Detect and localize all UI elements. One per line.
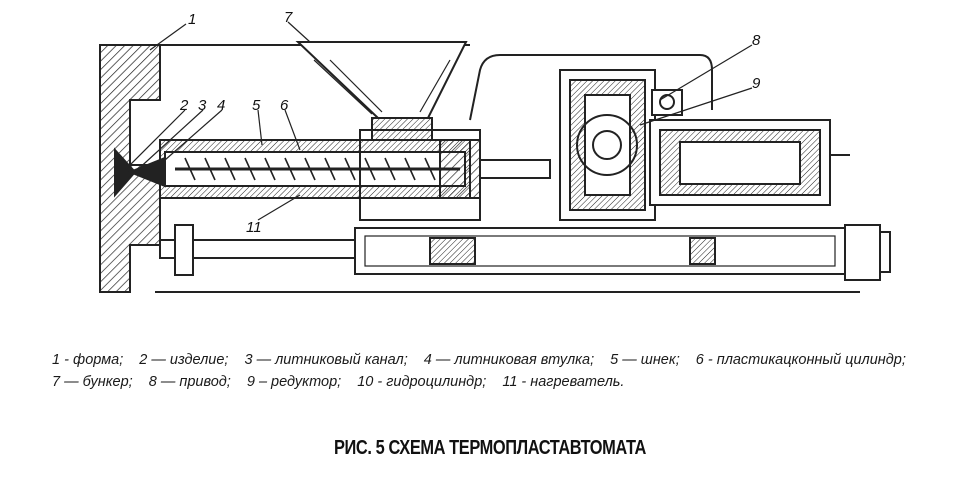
label-4: 4 xyxy=(217,97,225,114)
legend-item: 8 — привод; xyxy=(148,374,231,390)
drive-housing xyxy=(469,54,713,221)
legend-item: 5 — шнек; xyxy=(610,352,680,368)
legend: 1 - форма; 2 — изделие; 3 — литниковый к… xyxy=(52,349,932,393)
label-8: 8 xyxy=(752,32,761,49)
hopper xyxy=(295,41,468,141)
motor xyxy=(649,119,850,206)
drive-shaft xyxy=(479,159,551,179)
machine-diagram: 1 2 3 4 5 6 7 8 9 11 xyxy=(99,9,891,293)
legend-item: 10 - гидроцилиндр; xyxy=(357,374,487,390)
label-7: 7 xyxy=(284,9,293,26)
figure-caption: РИС. 5 СХЕМА ТЕРМОПЛАСТАВТОМАТА xyxy=(333,437,647,459)
hydraulic-cylinder xyxy=(159,224,891,281)
legend-item: 2 — изделие; xyxy=(139,352,229,368)
label-11: 11 xyxy=(246,219,262,236)
label-1: 1 xyxy=(188,11,196,28)
legend-item: 9 – редуктор; xyxy=(246,374,342,390)
legend-item: 7 — бункер; xyxy=(52,374,133,390)
label-5: 5 xyxy=(252,97,261,114)
legend-item: 6 - пластикацконный цилиндр; xyxy=(695,352,906,368)
label-6: 6 xyxy=(280,97,289,114)
screw xyxy=(175,157,460,181)
label-9: 9 xyxy=(752,75,761,92)
label-3: 3 xyxy=(198,97,207,114)
plasticizing-cylinder xyxy=(127,129,481,221)
legend-item: 4 — литниковая втулка; xyxy=(423,352,595,368)
label-2: 2 xyxy=(179,97,189,114)
legend-item: 11 - нагреватель. xyxy=(502,374,625,390)
part-labels: 1 2 3 4 5 6 7 8 9 11 xyxy=(179,9,761,236)
mold-block xyxy=(99,44,161,293)
legend-item: 1 - форма; xyxy=(52,352,124,368)
leader-lines xyxy=(124,21,753,221)
legend-item: 3 — литниковый канал; xyxy=(244,352,408,368)
